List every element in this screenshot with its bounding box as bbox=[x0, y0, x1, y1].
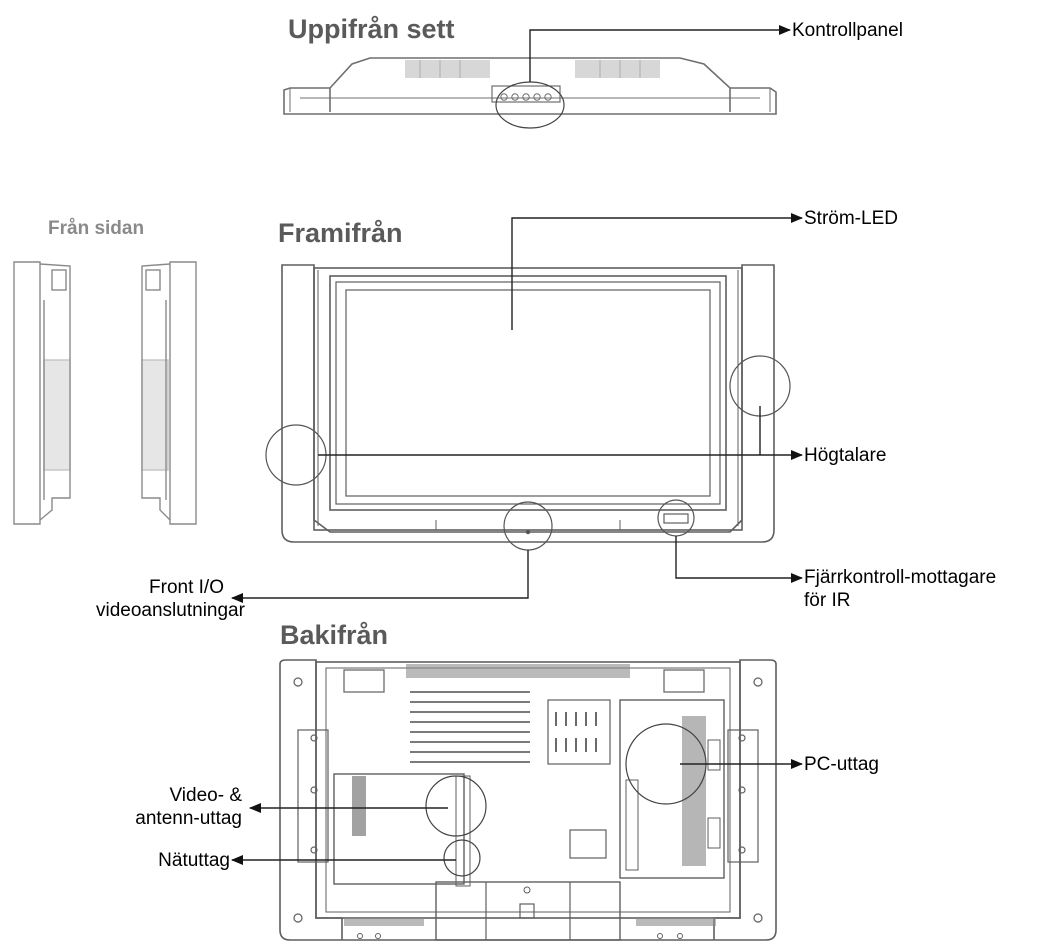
heading-front-view: Framifrån bbox=[278, 218, 403, 248]
label-speaker: Högtalare bbox=[804, 445, 887, 466]
top-view-device bbox=[283, 57, 777, 129]
label-pc-port: PC-uttag bbox=[804, 754, 879, 775]
label-video-antenna-line2: antenn-uttag bbox=[135, 808, 242, 829]
heading-side-view: Från sidan bbox=[48, 218, 145, 239]
label-video-antenna: Video- & antenn-uttag bbox=[110, 784, 242, 830]
label-ir-receiver-line1: Fjärrkontroll-mottagare bbox=[804, 567, 997, 588]
front-view-device bbox=[265, 264, 791, 551]
label-ir-receiver: Fjärrkontroll-mottagare för IR bbox=[804, 566, 996, 612]
label-front-io-line2: videoanslutningar bbox=[96, 600, 245, 621]
label-mains: Nätuttag bbox=[158, 850, 230, 871]
side-view-left bbox=[13, 261, 71, 525]
side-view-right bbox=[141, 261, 197, 525]
heading-back-view: Bakifrån bbox=[280, 620, 389, 650]
label-front-io: Front I/O videoanslutningar bbox=[96, 576, 245, 622]
leader-lines-back bbox=[231, 759, 803, 865]
label-front-io-line1: Front I/O bbox=[149, 577, 224, 598]
label-control-panel: Kontrollpanel bbox=[792, 20, 903, 41]
label-ir-receiver-line2: för IR bbox=[804, 590, 851, 611]
label-power-led: Ström-LED bbox=[804, 208, 898, 229]
leader-control-panel bbox=[529, 25, 791, 82]
back-view-device bbox=[279, 659, 777, 941]
heading-top-view: Uppifrån sett bbox=[288, 14, 455, 44]
leader-lines-front bbox=[231, 213, 803, 603]
label-video-antenna-line1: Video- & bbox=[169, 785, 242, 806]
